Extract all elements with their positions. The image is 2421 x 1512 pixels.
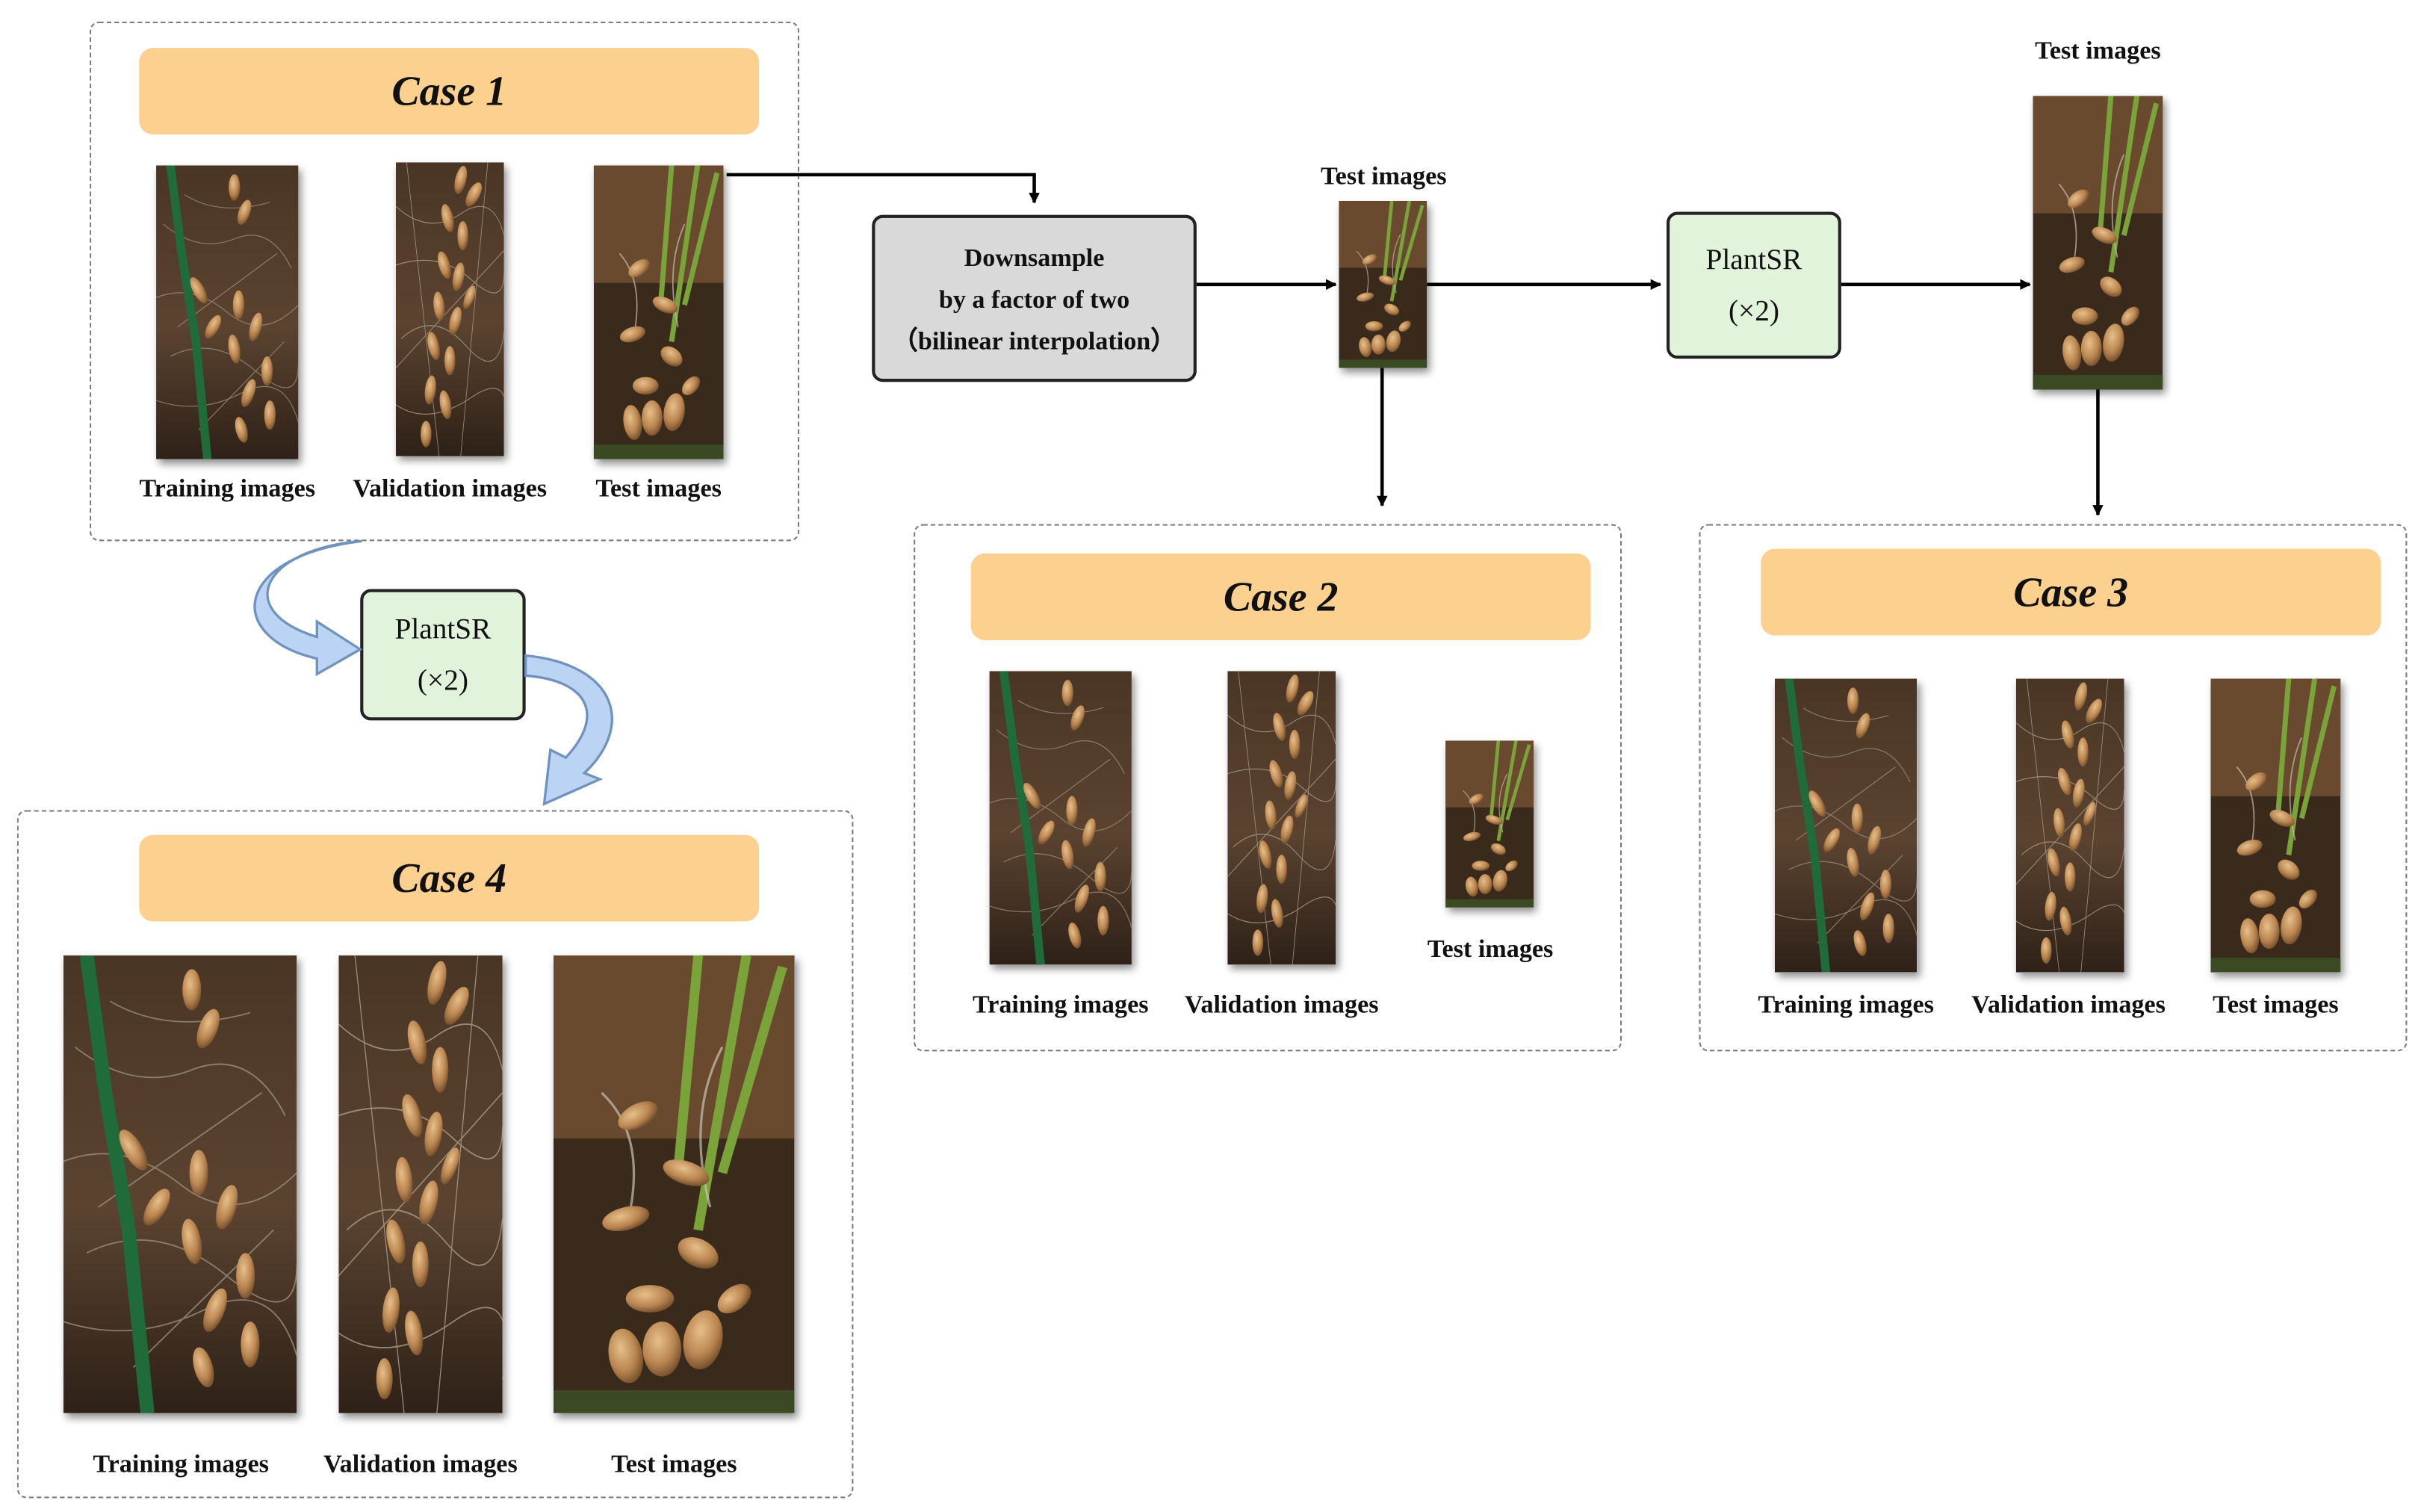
case2-validation-label: Validation images (1184, 989, 1379, 1019)
arrow-case1-to-downsample (726, 173, 1040, 204)
downsample-box: Downsample by a factor of two （bilinear … (872, 214, 1197, 382)
small-test-images-label: Test images (1321, 161, 1447, 190)
case3-title: Case 3 (1761, 548, 2381, 636)
case1-test-label: Test images (595, 473, 722, 503)
case4-training-label: Training images (93, 1449, 269, 1478)
case3-frame (1699, 524, 2408, 1052)
large-test-images-label: Test images (2035, 35, 2161, 65)
downsample-line3: （bilinear interpolation） (892, 325, 1177, 355)
case1-training-label: Training images (139, 473, 316, 503)
case4-frame (16, 810, 854, 1499)
plantsr-top-scale: (×2) (1728, 294, 1779, 327)
case2-training-label: Training images (972, 989, 1149, 1019)
case3-test-label: Test images (2213, 989, 2339, 1019)
curved-arrow-case1-to-plantsr (253, 539, 363, 677)
plantsr-left-name: PlantSR (394, 613, 492, 646)
case3-training-label: Training images (1758, 989, 1934, 1019)
case1-validation-label: Validation images (353, 473, 548, 503)
case1-title: Case 1 (139, 48, 760, 135)
case2-frame (914, 524, 1622, 1052)
plantsr-box-top: PlantSR (×2) (1667, 211, 1841, 359)
case4-test-label: Test images (611, 1449, 737, 1478)
plantsr-box-left: PlantSR (×2) (360, 589, 526, 721)
case4-validation-label: Validation images (323, 1449, 518, 1478)
plantsr-left-scale: (×2) (417, 663, 468, 697)
downsample-line1: Downsample (964, 241, 1105, 272)
downsample-line2: by a factor of two (938, 283, 1130, 314)
case4-title: Case 4 (139, 834, 760, 922)
case3-validation-label: Validation images (1971, 989, 2166, 1019)
curved-arrow-plantsr-to-case4 (524, 654, 613, 806)
case1-frame (90, 21, 799, 542)
case2-test-label: Test images (1427, 934, 1554, 964)
case2-title: Case 2 (970, 553, 1591, 640)
plantsr-top-name: PlantSR (1705, 243, 1802, 276)
